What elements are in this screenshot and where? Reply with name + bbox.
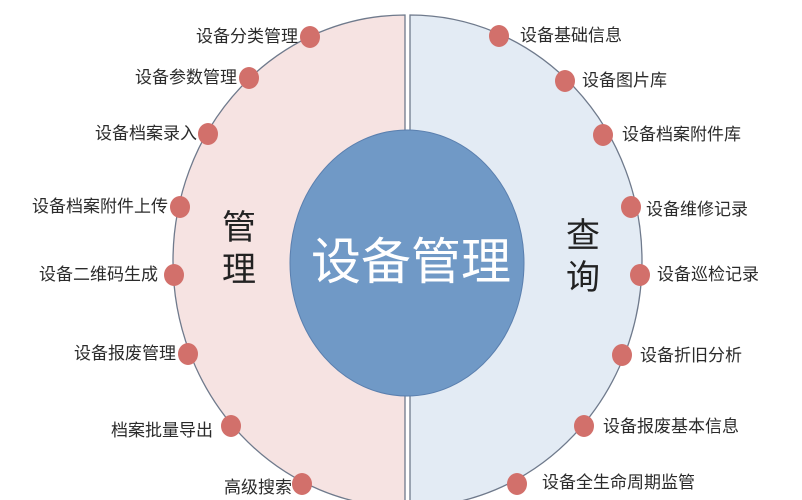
query-item: 设备档案附件库 [622, 125, 741, 145]
management-item: 档案批量导出 [111, 421, 213, 441]
management-marker-dot [170, 196, 190, 218]
management-marker-dot [178, 343, 198, 365]
management-item: 设备档案录入 [95, 124, 197, 144]
query-marker-dot [593, 124, 613, 146]
query-marker-dot [507, 473, 527, 495]
query-item: 设备维修记录 [646, 200, 748, 220]
query-item: 设备全生命周期监管 [542, 473, 695, 493]
query-marker-dot [574, 415, 594, 437]
center-title: 设备管理 [311, 233, 511, 291]
management-item: 设备报废管理 [74, 344, 176, 364]
query-marker-dot [489, 25, 509, 47]
management-item: 设备分类管理 [196, 27, 298, 47]
query-item: 设备图片库 [582, 71, 667, 91]
management-item: 设备档案附件上传 [32, 197, 168, 217]
management-marker-dot [292, 473, 312, 495]
query-item: 设备折旧分析 [640, 346, 742, 366]
query-marker-dot [612, 344, 632, 366]
management-item: 设备参数管理 [135, 68, 237, 88]
management-marker-dot [198, 123, 218, 145]
query-title: 查 询 [563, 215, 603, 299]
query-item: 设备基础信息 [520, 26, 622, 46]
management-item: 设备二维码生成 [39, 265, 158, 285]
query-title-char-2: 询 [566, 258, 600, 298]
management-marker-dot [221, 415, 241, 437]
management-title: 管 理 [219, 207, 259, 291]
center-ellipse [289, 129, 525, 397]
query-marker-dot [621, 196, 641, 218]
management-marker-dot [300, 26, 320, 48]
management-marker-dot [164, 264, 184, 286]
management-title-char-2: 理 [222, 250, 256, 290]
query-title-char-1: 查 [566, 216, 600, 256]
management-item: 高级搜索 [224, 478, 292, 498]
query-marker-dot [630, 264, 650, 286]
management-marker-dot [239, 67, 259, 89]
query-marker-dot [555, 70, 575, 92]
management-title-char-1: 管 [222, 208, 256, 248]
query-item: 设备巡检记录 [657, 265, 759, 285]
query-item: 设备报废基本信息 [603, 417, 739, 437]
